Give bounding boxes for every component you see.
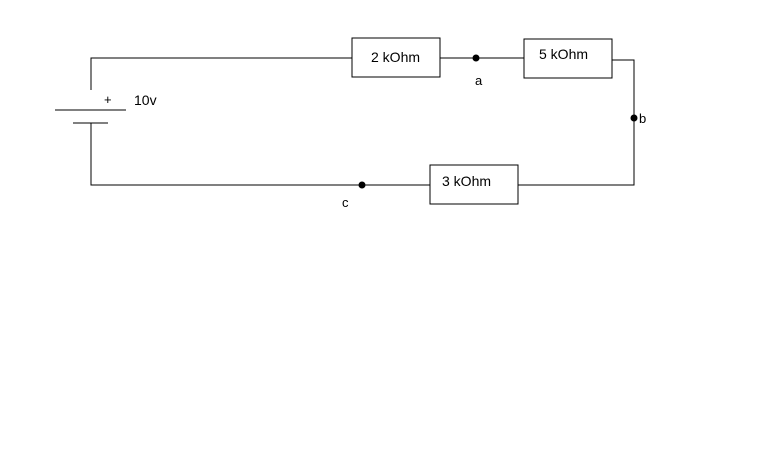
wire-top-left xyxy=(90,57,352,90)
node-c-dot xyxy=(358,181,366,189)
wire-bottom-left xyxy=(90,123,430,186)
resistor-5kohm-box xyxy=(523,38,613,79)
resistor-3kohm-label: 3 kOhm xyxy=(442,173,491,189)
resistor-2kohm-label: 2 kOhm xyxy=(371,49,420,65)
resistor-3kohm-box xyxy=(429,164,519,205)
resistor-5kohm: 5 kOhm xyxy=(523,38,613,79)
node-a-dot xyxy=(472,54,480,62)
node-b-label: b xyxy=(639,111,646,126)
resistor-5kohm-label: 5 kOhm xyxy=(539,46,588,62)
node-b-dot xyxy=(630,114,638,122)
node-c-label: c xyxy=(342,195,349,210)
node-a-label: a xyxy=(475,73,483,88)
resistor-3kohm: 3 kOhm xyxy=(429,164,519,205)
battery-symbol xyxy=(55,109,126,124)
resistor-2kohm: 2 kOhm xyxy=(351,37,441,78)
battery-voltage-label: 10v xyxy=(134,92,157,108)
wire-top-right xyxy=(518,59,635,186)
battery-positive-label: + xyxy=(104,92,112,107)
resistor-2kohm-box xyxy=(351,37,441,78)
